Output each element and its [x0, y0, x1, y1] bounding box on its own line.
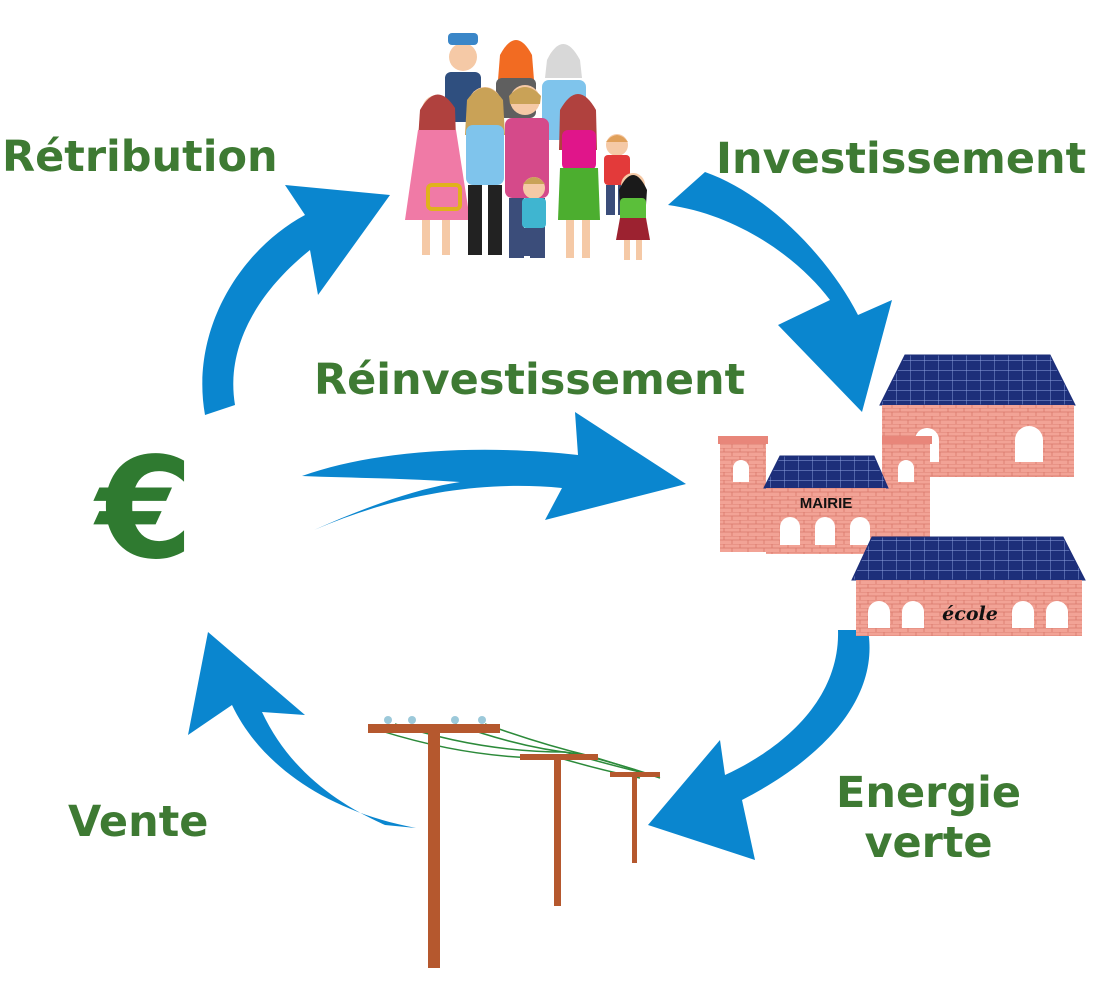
- people-group-icon: [405, 33, 650, 260]
- ecole-label: école: [942, 603, 998, 625]
- public-buildings-icon: MAIRIE école: [718, 354, 1086, 636]
- arrow-reinvestissement: [302, 412, 686, 530]
- label-energie-line1: Energie: [836, 768, 1022, 818]
- label-retribution: Rétribution: [2, 132, 278, 182]
- arrow-vente: [188, 632, 416, 828]
- mairie-label: MAIRIE: [800, 495, 853, 512]
- label-vente: Vente: [68, 797, 209, 847]
- label-reinvestissement: Réinvestissement: [314, 355, 746, 405]
- label-energie-line2: verte: [864, 818, 993, 868]
- arrow-energie-verte: [648, 630, 870, 860]
- label-energie-verte: Energie verte: [836, 768, 1021, 868]
- arrow-investissement: [668, 172, 892, 412]
- power-line-icon: [368, 716, 661, 968]
- euro-icon: €: [96, 428, 194, 591]
- label-investissement: Investissement: [716, 134, 1087, 184]
- arrow-retribution: [202, 185, 390, 415]
